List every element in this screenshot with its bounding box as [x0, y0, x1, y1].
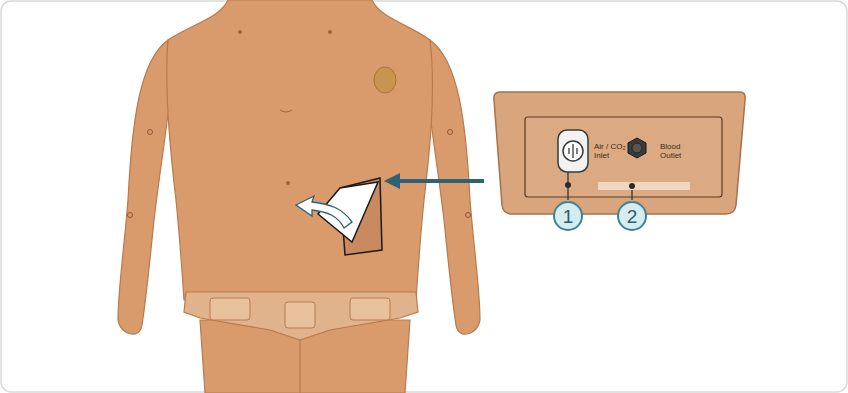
belt-buckle [210, 298, 250, 320]
navel [286, 181, 290, 185]
leader-dot [629, 183, 635, 189]
open-arrow [296, 196, 352, 228]
arm-joint [448, 130, 453, 135]
arm-joint [466, 213, 471, 218]
callout-circle: 1 [553, 201, 583, 231]
rib-mark [280, 110, 292, 112]
inlet-pins [569, 144, 577, 158]
leg-gap [299, 340, 300, 393]
callout-number: 2 [627, 207, 638, 226]
right-arm [118, 40, 172, 334]
port-label: Air / CO₂ Inlet [594, 142, 628, 160]
groin-plate [285, 302, 315, 328]
air-inlet-connector [558, 130, 588, 172]
nipple [238, 30, 242, 34]
blood-outlet-nut [628, 138, 646, 158]
torso [167, 0, 433, 300]
chest-port [374, 67, 396, 93]
pointer-arrow [392, 179, 484, 183]
arm-joint [128, 213, 133, 218]
connector-panel [494, 92, 745, 214]
panel-recess [525, 117, 722, 197]
callout-circle: 2 [617, 201, 647, 231]
outlet-port [632, 143, 642, 153]
callout-number: 1 [563, 207, 574, 226]
arm-joint [148, 130, 153, 135]
inlet-socket [563, 141, 583, 161]
nipple [328, 30, 332, 34]
pelvis-plate [184, 292, 418, 340]
port-label: Blood Outlet [660, 142, 694, 160]
belt-buckle [350, 298, 390, 320]
leader-dot [565, 182, 571, 188]
panel-tag [598, 182, 690, 190]
left-arm [426, 40, 480, 334]
